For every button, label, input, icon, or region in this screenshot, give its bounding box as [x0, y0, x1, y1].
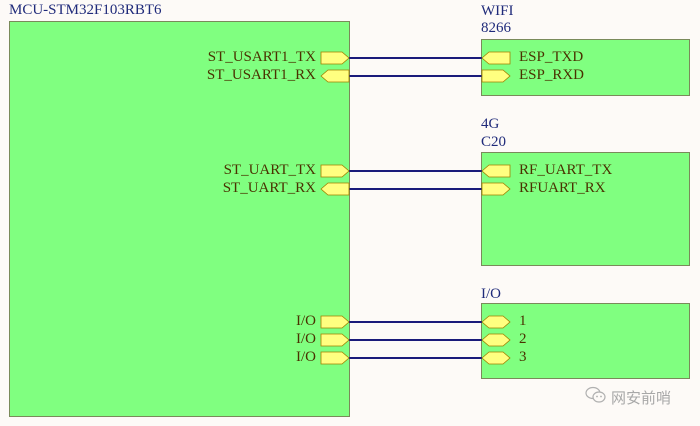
- wifi-subtitle: 8266: [481, 20, 511, 36]
- module-port[interactable]: [481, 315, 511, 329]
- mcu-pin-label: ST_UART_TX: [223, 162, 316, 178]
- watermark: 网安前哨: [585, 386, 671, 408]
- module-port[interactable]: [481, 182, 511, 196]
- module-port[interactable]: [481, 333, 511, 347]
- wifi-block[interactable]: [481, 39, 690, 96]
- wechat-icon: [585, 386, 607, 408]
- module-port[interactable]: [481, 51, 511, 65]
- io-pin-label: 3: [519, 349, 527, 365]
- module-port[interactable]: [481, 351, 511, 365]
- mcu-port[interactable]: [320, 333, 350, 347]
- lte-title: 4G: [481, 116, 500, 132]
- mcu-port[interactable]: [320, 164, 350, 178]
- wifi-pin-label: ESP_RXD: [519, 67, 585, 83]
- wifi-pin-label: ESP_TXD: [519, 49, 584, 65]
- mcu-pin-label: ST_UART_RX: [222, 180, 316, 196]
- io-title: I/O: [481, 286, 501, 302]
- mcu-title: MCU-STM32F103RBT6: [9, 2, 162, 18]
- mcu-pin-label: I/O: [296, 313, 316, 329]
- module-port[interactable]: [481, 164, 511, 178]
- io-block[interactable]: [481, 303, 690, 379]
- lte-pin-label: RFUART_RX: [519, 180, 606, 196]
- lte-subtitle: C20: [481, 134, 507, 150]
- io-pin-label: 2: [519, 331, 527, 347]
- io-pin-label: 1: [519, 313, 527, 329]
- mcu-pin-label: ST_USART1_TX: [207, 49, 316, 65]
- mcu-pin-label: I/O: [296, 349, 316, 365]
- lte-block[interactable]: [481, 152, 690, 266]
- mcu-pin-label: I/O: [296, 331, 316, 347]
- watermark-text: 网安前哨: [611, 388, 672, 407]
- mcu-pin-label: ST_USART1_RX: [206, 67, 316, 83]
- mcu-port[interactable]: [320, 51, 350, 65]
- wifi-title: WIFI: [481, 3, 514, 19]
- mcu-port[interactable]: [320, 182, 350, 196]
- module-port[interactable]: [481, 69, 511, 83]
- mcu-port[interactable]: [320, 69, 350, 83]
- lte-pin-label: RF_UART_TX: [519, 162, 613, 178]
- mcu-block[interactable]: [9, 21, 350, 417]
- mcu-port[interactable]: [320, 351, 350, 365]
- mcu-port[interactable]: [320, 315, 350, 329]
